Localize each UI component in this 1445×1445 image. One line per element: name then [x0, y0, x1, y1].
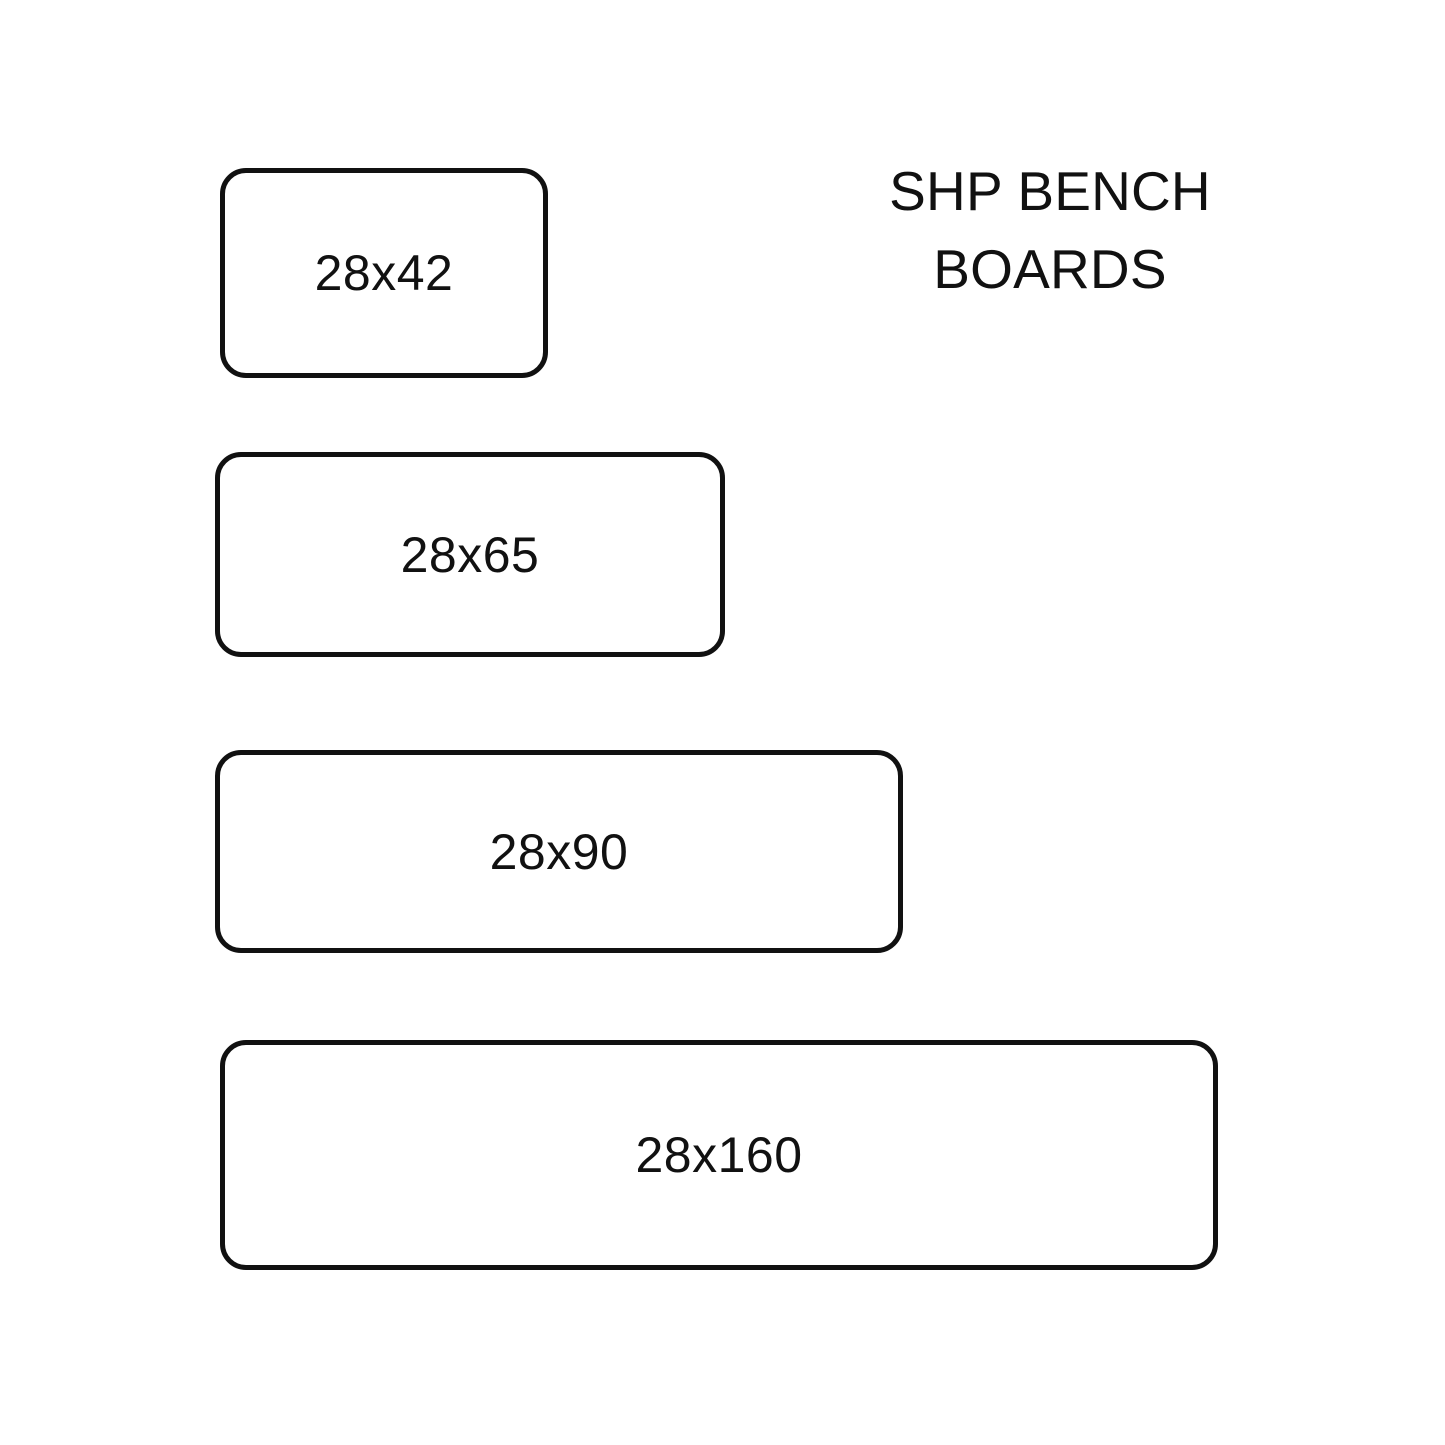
board-label: 28x160 — [635, 1127, 803, 1183]
board-shape-28x160[interactable]: 28x160 — [220, 1040, 1218, 1270]
board-shape-28x42[interactable]: 28x42 — [220, 168, 548, 378]
board-shape-28x65[interactable]: 28x65 — [215, 452, 725, 657]
board-label: 28x42 — [314, 245, 454, 301]
page-title: SHP BENCH BOARDS — [880, 152, 1220, 308]
board-label: 28x65 — [400, 526, 540, 583]
board-label: 28x90 — [489, 823, 629, 880]
page-title-line-2: BOARDS — [933, 238, 1167, 301]
board-shape-28x90[interactable]: 28x90 — [215, 750, 903, 953]
page-title-line-1: SHP BENCH — [889, 160, 1211, 222]
